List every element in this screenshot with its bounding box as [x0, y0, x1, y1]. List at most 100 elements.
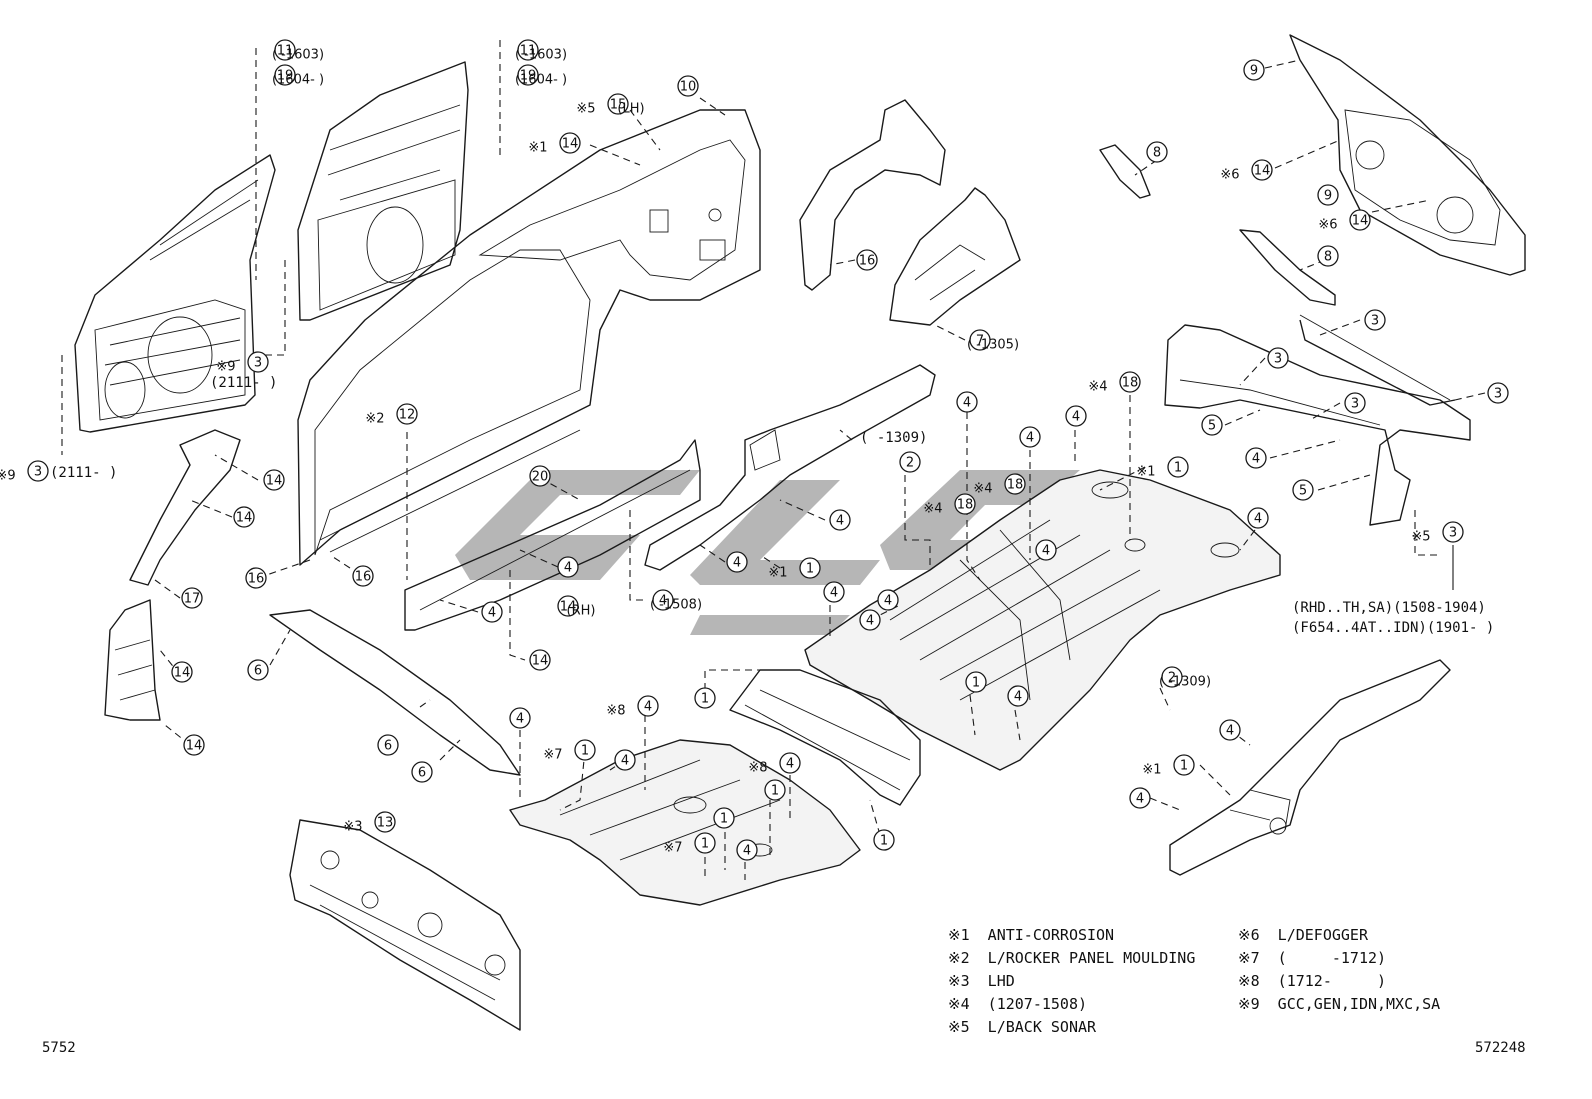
callout-note: ※2 [365, 412, 384, 427]
callout-circle [1035, 539, 1057, 561]
wheelhouse-panel [799, 99, 946, 291]
callout-number: 20 [532, 470, 549, 485]
callout-number: 4 [866, 614, 874, 629]
callout-note: ※8 [748, 761, 767, 776]
diagram-code-left: 5752 [42, 1040, 76, 1056]
callout-circle [171, 661, 193, 683]
callout-number: 8 [1153, 146, 1161, 161]
callout-number: 3 [1449, 526, 1457, 541]
callout-4: 4 [614, 749, 636, 771]
callout-number: 5 [1208, 419, 1216, 434]
callout-circle [614, 749, 636, 771]
callout-1: 1 [873, 829, 895, 851]
legend-item: ※5 L/BACK SONAR [948, 1018, 1097, 1036]
callout-number: 4 [733, 556, 741, 571]
rear-side-member [1169, 659, 1451, 876]
callout-circle [1251, 159, 1273, 181]
front-floor-pan [509, 739, 861, 906]
callout-circle [779, 752, 801, 774]
callout-circle [954, 493, 976, 515]
callout-circle [245, 567, 267, 589]
callout-circle [823, 581, 845, 603]
callout-number: 4 [884, 594, 892, 609]
callout-number: 16 [355, 570, 372, 585]
callout-number: 7 [976, 334, 984, 349]
callout-number: 4 [1252, 452, 1260, 467]
callout-note: ※1 [528, 141, 547, 156]
annotation-1309-a: ( -1309) [860, 430, 927, 446]
callout-14: 14 [263, 469, 285, 491]
callout-circle [736, 839, 758, 861]
callout-number: 1 [972, 676, 980, 691]
callout-3: 3 [1344, 392, 1366, 414]
roof-side-rail [269, 609, 521, 776]
rear-door-panel [297, 61, 469, 321]
callout-number: 14 [174, 666, 191, 681]
callout-11: 11( -1603) [272, 39, 324, 63]
callout-number: 4 [644, 700, 652, 715]
callout-8: 8 [1317, 245, 1339, 267]
callout-note: ※9 [0, 469, 16, 484]
callout-1: ※7 1 [543, 739, 596, 763]
callout-circle [274, 64, 296, 86]
rear-body-panel [1164, 314, 1471, 526]
callout-4: 4 [829, 509, 851, 531]
callout-number: 4 [1254, 512, 1262, 527]
dash-panel [289, 819, 521, 1031]
pillar-brace-lower [1239, 229, 1336, 306]
legend-item: ※3 LHD [948, 972, 1015, 990]
callout-circle [677, 75, 699, 97]
callout-number: 4 [1226, 724, 1234, 739]
callout-note: ※7 [543, 748, 562, 763]
callout-number: 3 [254, 356, 262, 371]
callout-circle [274, 39, 296, 61]
callouts: 11( -1603)19(1604- )11( -1603)19(1604- )… [0, 39, 1509, 861]
callout-circle [726, 551, 748, 573]
rear-floor-pan [804, 469, 1281, 771]
callout-number: 4 [1014, 690, 1022, 705]
callout-4: 4( -1508) [650, 589, 702, 613]
callout-1: 1 [713, 807, 735, 829]
callout-circle [764, 779, 786, 801]
callout-note: ※5 [576, 102, 595, 117]
callout-circle [1129, 787, 1151, 809]
legend-item: ※1 ANTI-CORROSION [948, 926, 1115, 944]
pillar-brace-upper [1099, 144, 1151, 199]
callout-6: 6 [411, 761, 433, 783]
callout-circle [1243, 59, 1265, 81]
callout-note: ※5 [1411, 530, 1430, 545]
callout-4: 4 [481, 601, 503, 623]
callout-7: 7( -1305) [967, 329, 1019, 353]
legend-item: ※7 ( -1712) [1238, 949, 1387, 967]
callout-number: 14 [532, 654, 549, 669]
callout-4: 4 [1219, 719, 1241, 741]
callout-number: 11 [520, 44, 537, 59]
callout-number: 4 [488, 606, 496, 621]
callout-4: 4 [859, 609, 881, 631]
callout-circle [1267, 347, 1289, 369]
callout-4: 4 [823, 581, 845, 603]
callout-circle [1167, 456, 1189, 478]
callout-note: ※9 [216, 360, 235, 375]
callout-4: 4 [956, 391, 978, 413]
callout-number: 4 [659, 594, 667, 609]
callout-note: ※6 [1220, 168, 1239, 183]
callout-circle [377, 734, 399, 756]
callout-circle [1247, 507, 1269, 529]
callout-circle [829, 509, 851, 531]
callout-date-range: ( -1508) [650, 598, 702, 613]
callout-number: 3 [1494, 387, 1502, 402]
annotation-f654: (F654..4AT..IDN)(1901- ) [1292, 620, 1494, 636]
legend-item: ※8 (1712- ) [1238, 972, 1387, 990]
callout-number: 4 [1042, 544, 1050, 559]
callout-number: 17 [184, 592, 201, 607]
callout-number: 1 [581, 744, 589, 759]
callout-circle [1219, 719, 1241, 741]
